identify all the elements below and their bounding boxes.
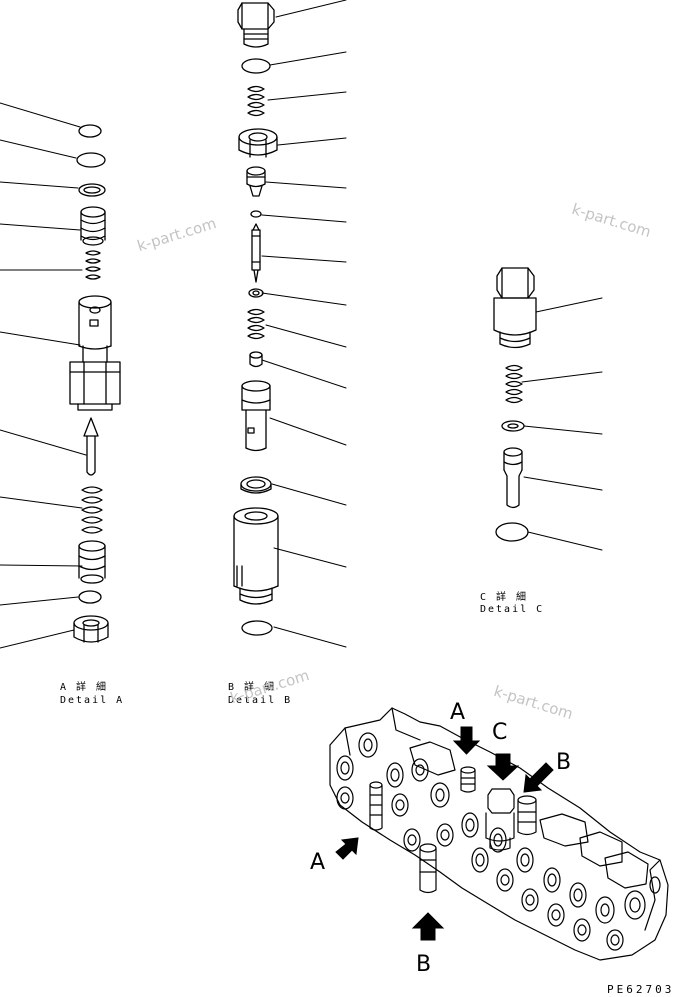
arrow-a-top — [452, 726, 481, 755]
detail-c-leader-lines — [521, 297, 603, 551]
b-plug — [237, 2, 275, 48]
b-seal-ring — [240, 476, 272, 494]
arrow-a-left — [335, 837, 359, 860]
c-spring — [505, 364, 523, 404]
valve-top-bosses — [409, 741, 649, 889]
arrow-b-bottom — [411, 912, 445, 941]
b-washer — [248, 288, 264, 298]
detail-a-title-jp: A 詳 細 — [60, 682, 109, 693]
a-spring-retainer — [80, 206, 106, 246]
view-letter-a-left: A — [310, 850, 326, 875]
b-spring-top — [247, 85, 265, 117]
a-hex-nut — [73, 615, 109, 643]
detail-a-title-en: Detail A — [60, 695, 125, 706]
a-small-spring — [85, 250, 101, 280]
view-letter-a-top: A — [450, 700, 466, 725]
a-o-ring-small — [78, 124, 102, 138]
detail-c-title-jp: C 詳 細 — [480, 592, 529, 603]
arrow-c — [486, 753, 520, 781]
c-washer — [501, 420, 525, 432]
a-backup-ring — [78, 183, 106, 197]
b-sleeve — [233, 507, 279, 605]
b-pin — [251, 223, 261, 283]
valve-ports — [336, 732, 661, 951]
view-arrows — [335, 726, 554, 941]
detail-b-title-jp: B 詳 細 — [228, 682, 277, 693]
b-spring-mid — [247, 308, 265, 340]
valve-component-a-top — [460, 766, 476, 793]
a-valve-body — [69, 295, 121, 411]
a-o-ring — [76, 152, 106, 168]
arrow-b-right — [523, 762, 554, 793]
valve-component-a-left — [369, 781, 383, 831]
view-letter-c: C — [492, 720, 508, 745]
detail-a-leader-lines — [0, 102, 87, 649]
c-plug — [493, 267, 537, 349]
b-poppet-seat — [246, 166, 266, 197]
control-valve-assembly — [329, 707, 669, 961]
valve-component-b-right — [517, 795, 537, 836]
detail-a-parts — [69, 124, 121, 643]
detail-b-leader-lines — [261, 0, 347, 648]
b-spool — [241, 380, 271, 452]
view-letter-b-bottom: B — [416, 952, 432, 977]
figure-reference: PE62703 — [607, 983, 675, 996]
c-o-ring — [495, 522, 529, 542]
b-hex-nut — [238, 128, 278, 158]
a-spring — [81, 486, 103, 534]
detail-b-parts — [233, 2, 279, 636]
b-small-poppet — [249, 351, 263, 368]
b-ball — [250, 210, 262, 218]
view-letter-b-right: B — [556, 750, 572, 775]
valve-component-b-bottom — [419, 843, 437, 894]
detail-b-title-en: Detail B — [228, 695, 293, 706]
b-o-ring-top — [241, 58, 271, 74]
c-poppet — [503, 447, 523, 509]
detail-c-title-en: Detail C — [480, 604, 545, 615]
a-poppet — [83, 417, 99, 476]
valve-component-c — [485, 788, 515, 851]
b-o-ring-bottom — [241, 620, 273, 636]
detail-c-parts — [493, 267, 537, 542]
a-retainer — [78, 540, 106, 584]
a-o-ring-bottom — [78, 590, 102, 604]
